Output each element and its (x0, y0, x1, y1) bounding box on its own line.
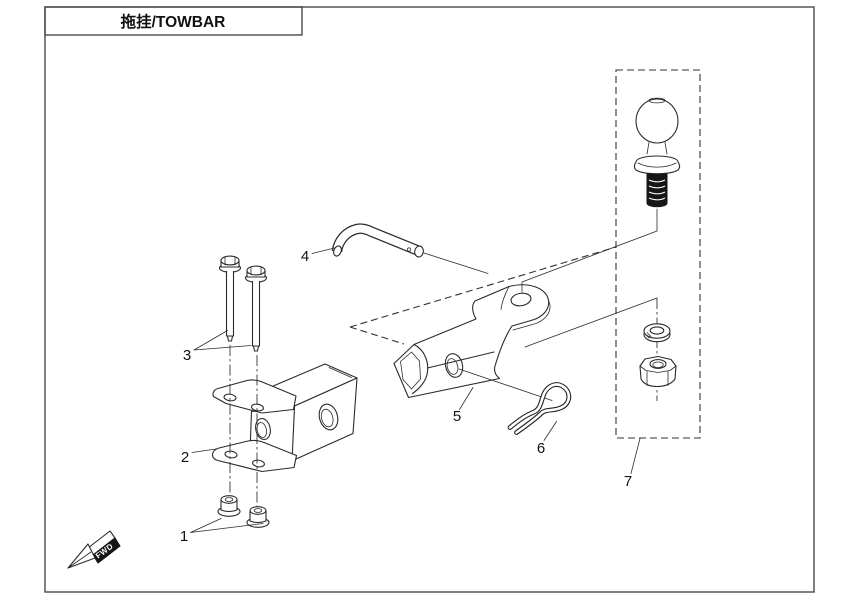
callout-2: 2 (181, 449, 189, 466)
part-3-flange-bolt-b (244, 265, 268, 352)
title-box (44, 6, 303, 36)
bracket-side-hole (318, 403, 339, 431)
callout-3: 3 (183, 347, 191, 364)
part-7-ball-assembly (521, 97, 681, 401)
pin-clip-hole (406, 247, 412, 252)
hitch-ball (635, 98, 679, 144)
fwd-arrow-panel (92, 537, 121, 564)
part-1-flange-nut-a (217, 495, 241, 517)
fwd-arrowhead-icon (67, 543, 96, 569)
detail-dashed-box (615, 69, 701, 439)
callout-4: 4 (301, 248, 309, 265)
bracket-bottom-bolt-hole (224, 450, 238, 459)
ball-collar (633, 155, 681, 175)
callout-6: 6 (537, 440, 545, 457)
callout-1: 1 (180, 528, 188, 545)
bolt-center-lines (229, 345, 258, 508)
bracket-front-hole (255, 417, 271, 441)
callout-leaders (190, 247, 641, 533)
part-2-receiver-bracket (211, 363, 358, 473)
callout-numbers: 1 2 3 4 5 6 7 (180, 248, 632, 545)
mount-ball-hole (510, 292, 532, 307)
part-6-r-clip (458, 368, 572, 435)
callout-7: 7 (624, 473, 632, 490)
projection-dashed-lines (349, 246, 617, 345)
part-3-flange-bolt-a (218, 255, 242, 342)
bracket-top-bolt-hole (250, 403, 265, 412)
part-5-ball-mount (393, 284, 551, 399)
fwd-direction-marker: FWD (67, 530, 121, 569)
hex-nut (639, 355, 677, 388)
bracket-top-bolt-hole (223, 393, 237, 402)
mount-pin-hole (444, 353, 464, 378)
ball-threaded-shaft (646, 173, 668, 208)
page-title: 拖挂/TOWBAR (121, 12, 226, 31)
part-4-hitch-pin (331, 223, 489, 274)
callout-5: 5 (453, 408, 461, 425)
drawing-border (44, 6, 815, 593)
bracket-bottom-bolt-hole (251, 459, 266, 468)
